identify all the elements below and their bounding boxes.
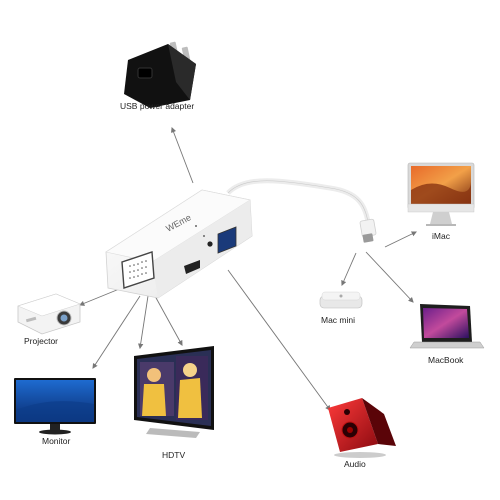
label-usb-power-adapter: USB power adapter bbox=[120, 101, 195, 111]
arrow-to-power-adapter bbox=[171, 126, 194, 184]
mini-displayport-plug-icon bbox=[359, 218, 377, 243]
audio-speaker-icon bbox=[328, 398, 396, 458]
label-audio: Audio bbox=[344, 459, 366, 469]
arrow-to-monitor bbox=[92, 295, 141, 369]
projector-icon bbox=[17, 293, 81, 335]
arrow-to-imac bbox=[384, 231, 417, 248]
label-macbook: MacBook bbox=[428, 355, 464, 365]
macbook-icon bbox=[409, 304, 485, 349]
hdtv-icon bbox=[134, 346, 214, 438]
usb-power-adapter-icon bbox=[124, 41, 196, 108]
label-monitor: Monitor bbox=[42, 436, 71, 446]
arrow-to-hdtv-right bbox=[154, 295, 183, 346]
multiport-adapter-icon bbox=[105, 189, 253, 299]
arrow-to-macbook bbox=[365, 251, 414, 303]
label-mac-mini: Mac mini bbox=[321, 315, 356, 325]
mac-mini-icon bbox=[319, 291, 363, 309]
label-hdtv: HDTV bbox=[162, 450, 186, 460]
label-projector: Projector bbox=[24, 336, 59, 346]
arrow-to-mac-mini bbox=[341, 252, 357, 286]
imac-icon bbox=[407, 162, 475, 226]
arrow-to-hdtv-left bbox=[137, 295, 149, 350]
monitor-icon bbox=[14, 378, 96, 435]
arrow-to-audio bbox=[227, 269, 331, 411]
label-imac: iMac bbox=[432, 231, 450, 241]
